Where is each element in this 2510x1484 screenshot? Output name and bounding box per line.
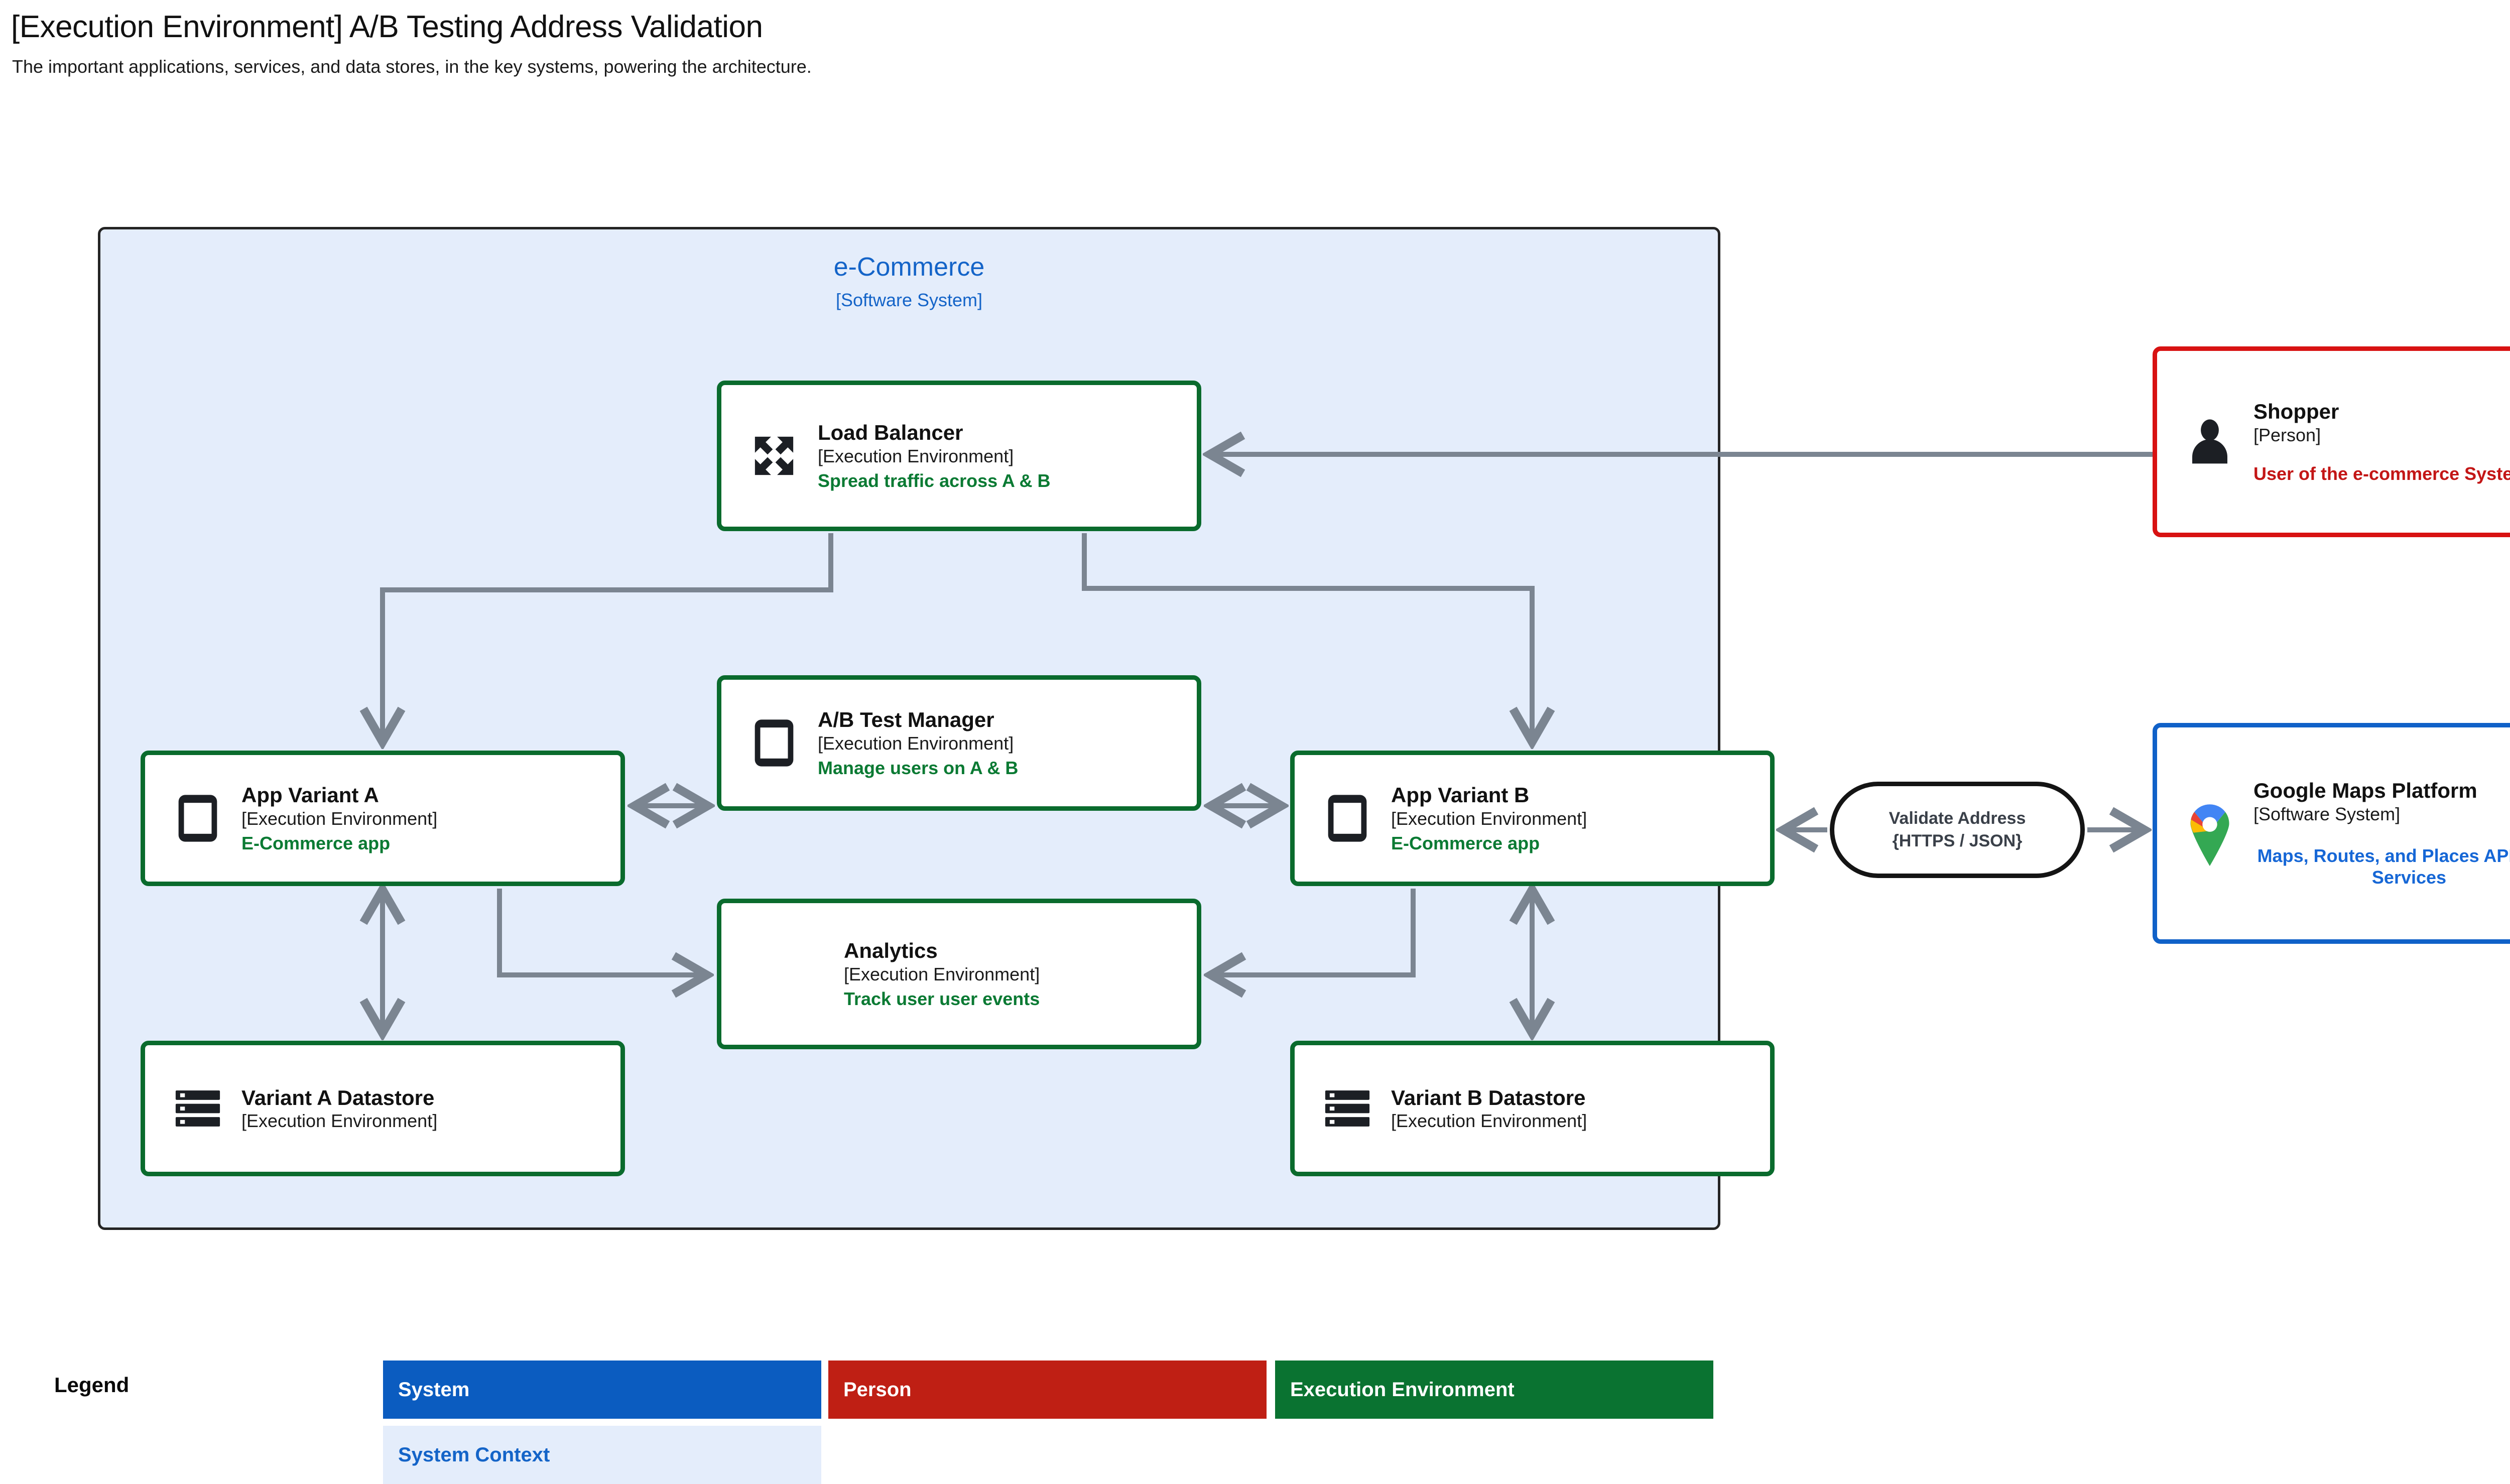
node-type: [Execution Environment]	[844, 963, 1040, 984]
node-type: [Software System]	[2253, 803, 2401, 824]
node-description: E-Commerce app	[241, 832, 391, 853]
legend-title: Legend	[54, 1373, 130, 1397]
node-name: A/B Test Manager	[818, 708, 994, 732]
node-analytics-text: Analytics [Execution Environment] Track …	[743, 938, 1197, 1010]
node-type: [Execution Environment]	[1391, 808, 1587, 829]
node-analytics[interactable]: Analytics [Execution Environment] Track …	[717, 899, 1201, 1049]
node-description: Spread traffic across A & B	[818, 470, 1051, 491]
legend-item-system: System	[383, 1361, 821, 1419]
node-app-variant-a-text: App Variant A [Execution Environment] E-…	[241, 783, 620, 854]
expand-arrows-icon	[743, 430, 805, 482]
node-name: App Variant B	[1391, 783, 1530, 807]
node-name: Shopper	[2253, 400, 2339, 424]
node-name: Analytics	[844, 939, 938, 963]
database-rack-icon	[1317, 1084, 1378, 1133]
node-name: Load Balancer	[818, 421, 963, 445]
node-app-variant-a[interactable]: App Variant A [Execution Environment] E-…	[141, 751, 625, 886]
node-shopper-text: Shopper [Person] User of the e-commerce …	[2253, 399, 2510, 484]
node-ab-test-manager[interactable]: A/B Test Manager [Execution Environment]…	[717, 675, 1201, 811]
node-variant-a-datastore-text: Variant A Datastore [Execution Environme…	[241, 1085, 620, 1132]
node-name: Google Maps Platform	[2253, 779, 2477, 803]
node-type: [Execution Environment]	[818, 445, 1014, 466]
page-subtitle: The important applications, services, an…	[12, 56, 812, 77]
node-name: Variant A Datastore	[241, 1085, 435, 1109]
legend-item-label: System Context	[398, 1443, 550, 1466]
container-title: e-Commerce	[833, 253, 985, 282]
node-variant-b-datastore-text: Variant B Datastore [Execution Environme…	[1391, 1085, 1770, 1132]
edge-label-line-1: Validate Address	[1889, 809, 2026, 828]
node-load-balancer[interactable]: Load Balancer [Execution Environment] Sp…	[717, 381, 1201, 531]
node-description: E-Commerce app	[1391, 832, 1540, 853]
node-variant-b-datastore[interactable]: Variant B Datastore [Execution Environme…	[1290, 1041, 1775, 1176]
legend-item-label: Person	[843, 1378, 912, 1401]
legend-item-label: System	[398, 1378, 470, 1401]
node-variant-a-datastore[interactable]: Variant A Datastore [Execution Environme…	[141, 1041, 625, 1176]
edge-label-line-2: {HTTPS / JSON}	[1892, 831, 2023, 850]
legend-item-execution-environment: Execution Environment	[1275, 1361, 1713, 1419]
container-subtitle: [Software System]	[835, 290, 983, 310]
node-load-balancer-text: Load Balancer [Execution Environment] Sp…	[818, 420, 1197, 491]
person-icon	[2179, 417, 2240, 467]
node-type: [Person]	[2253, 424, 2321, 445]
node-app-variant-b-text: App Variant B [Execution Environment] E-…	[1391, 783, 1770, 854]
node-name: Variant B Datastore	[1391, 1085, 1586, 1109]
node-description: Track user user events	[844, 988, 1040, 1009]
legend-item-label: Execution Environment	[1290, 1378, 1515, 1401]
node-description: User of the e-commerce System	[2253, 463, 2510, 484]
node-shopper[interactable]: Shopper [Person] User of the e-commerce …	[2153, 346, 2510, 537]
node-description: Manage users on A & B	[818, 757, 1019, 778]
google-maps-pin-icon	[2179, 801, 2240, 866]
page-title: [Execution Environment] A/B Testing Addr…	[11, 10, 763, 44]
node-type: [Execution Environment]	[1391, 1110, 1587, 1132]
edge-label-validate-address: Validate Address {HTTPS / JSON}	[1830, 782, 2085, 878]
database-rack-icon	[167, 1084, 228, 1133]
node-google-maps-platform-text: Google Maps Platform [Software System] M…	[2253, 778, 2510, 888]
node-ab-test-manager-text: A/B Test Manager [Execution Environment]…	[818, 707, 1197, 779]
node-type: [Execution Environment]	[241, 1110, 438, 1132]
device-icon	[743, 718, 805, 768]
legend-item-system-context: System Context	[383, 1426, 821, 1484]
node-type: [Execution Environment]	[818, 732, 1014, 754]
node-type: [Execution Environment]	[241, 808, 438, 829]
node-google-maps-platform[interactable]: Google Maps Platform [Software System] M…	[2153, 723, 2510, 944]
device-icon	[1317, 793, 1378, 843]
node-app-variant-b[interactable]: App Variant B [Execution Environment] E-…	[1290, 751, 1775, 886]
node-name: App Variant A	[241, 783, 379, 807]
legend-item-person: Person	[828, 1361, 1267, 1419]
node-description: Maps, Routes, and Places APIs and Servic…	[2257, 845, 2510, 888]
device-icon	[167, 793, 228, 843]
